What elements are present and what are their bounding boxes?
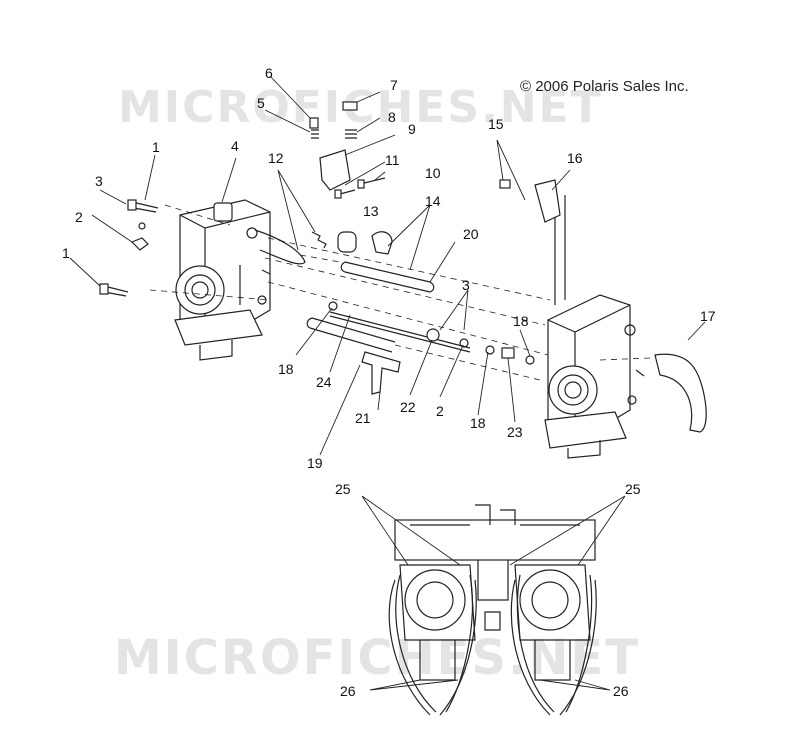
screw-1b [99, 283, 129, 297]
bracket-16 [534, 179, 561, 223]
callout-26b: 26 [613, 683, 629, 699]
leader-lines [69, 75, 706, 691]
callout-14: 14 [425, 193, 441, 209]
callout-2b: 2 [436, 403, 444, 419]
callout-5: 5 [257, 95, 265, 111]
callout-20: 20 [463, 226, 479, 242]
callout-9: 9 [408, 121, 416, 137]
callout-10: 10 [425, 165, 441, 181]
callout-16: 16 [567, 150, 583, 166]
callout-15: 15 [488, 116, 504, 132]
callout-18a: 18 [513, 313, 529, 329]
callout-12: 12 [268, 150, 284, 166]
link-rod [329, 311, 471, 353]
callout-3a: 3 [95, 173, 103, 189]
callout-4: 4 [231, 138, 239, 154]
callout-8: 8 [388, 109, 396, 125]
callout-1a: 1 [152, 139, 160, 155]
screw-11 [334, 189, 356, 199]
callout-22: 22 [400, 399, 416, 415]
washer-3 [138, 222, 146, 230]
shaft-lower [306, 317, 396, 353]
screw-10 [357, 177, 386, 189]
callout-18b: 18 [278, 361, 294, 377]
screw-1a [127, 199, 159, 213]
t-fitting [361, 351, 401, 395]
callout-11: 11 [385, 152, 400, 168]
callout-13: 13 [363, 203, 379, 219]
callout-18c: 18 [470, 415, 486, 431]
spring-5 [311, 129, 319, 139]
callout-6: 6 [265, 65, 273, 81]
right-carburetor [544, 190, 645, 459]
spring-12 [311, 231, 327, 249]
assembled-carburetors [388, 504, 597, 716]
callout-7: 7 [390, 77, 398, 93]
callout-3b: 3 [462, 277, 470, 293]
screw-7 [342, 101, 358, 111]
screw-6 [309, 117, 319, 129]
screw-15 [499, 179, 511, 189]
callout-19: 19 [307, 455, 323, 471]
callout-24: 24 [316, 374, 332, 390]
shaft [340, 261, 435, 293]
watermark-top: MICROFICHES.NET [118, 82, 603, 133]
plunger-13 [337, 231, 357, 253]
left-carburetor [174, 199, 306, 361]
callout-2a: 2 [75, 209, 83, 225]
callout-26a: 26 [340, 683, 356, 699]
callout-1b: 1 [62, 245, 70, 261]
copyright-notice: © 2006 Polaris Sales Inc. [520, 78, 689, 95]
clip-2 [130, 237, 149, 251]
parts-18-22-23 [328, 301, 535, 365]
watermark-bottom: MICROFICHES.NET [114, 630, 640, 686]
callout-25b: 25 [625, 481, 641, 497]
fuel-hose [654, 353, 707, 433]
callout-25a: 25 [335, 481, 351, 497]
spring-8 [345, 129, 357, 139]
callout-23: 23 [507, 424, 523, 440]
bracket-9 [319, 149, 351, 191]
callout-17: 17 [700, 308, 716, 324]
cam-14 [371, 231, 393, 255]
callout-21: 21 [355, 410, 371, 426]
